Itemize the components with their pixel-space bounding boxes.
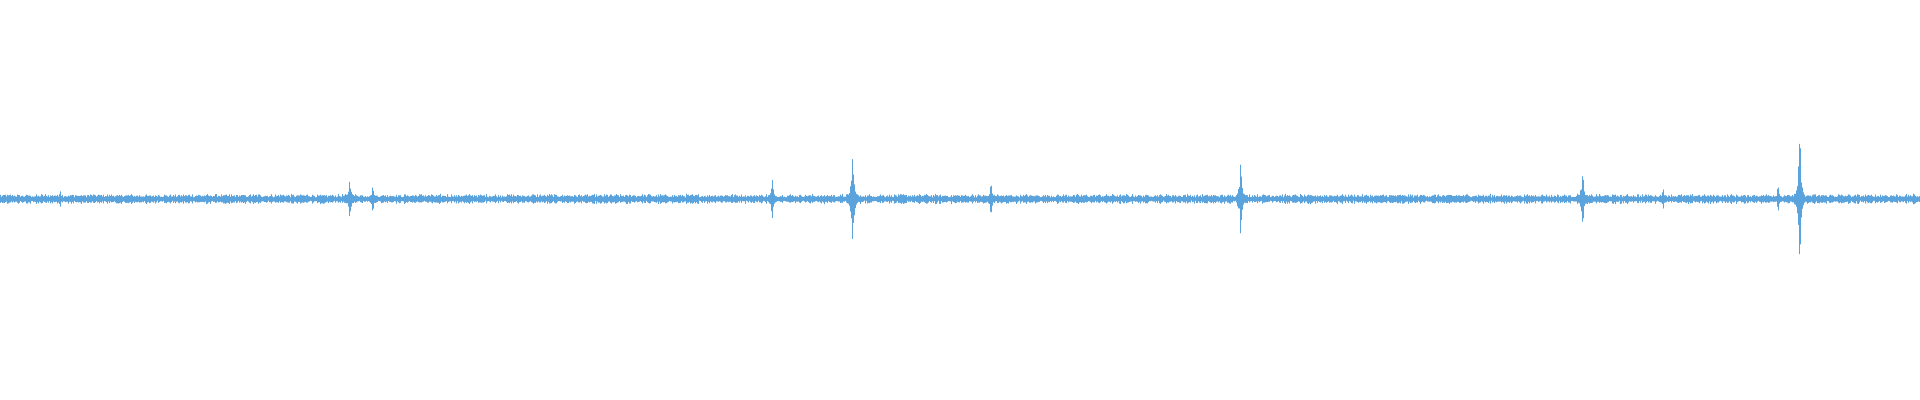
waveform-trace — [0, 143, 1920, 255]
